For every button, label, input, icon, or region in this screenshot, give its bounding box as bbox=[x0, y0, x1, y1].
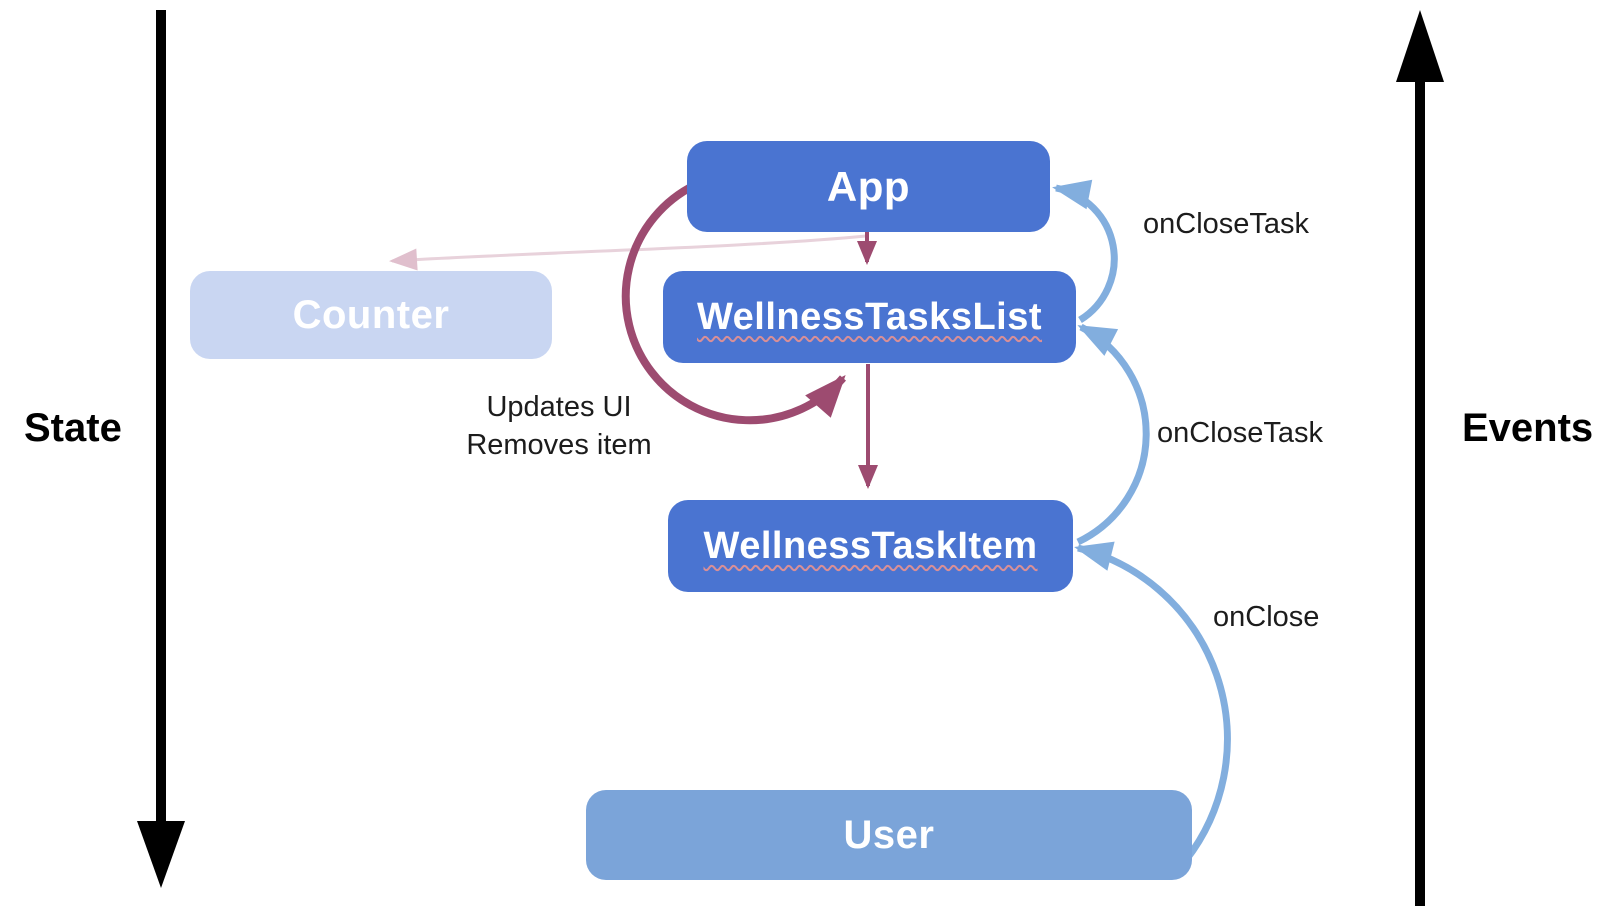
edge-state-loop bbox=[621, 181, 847, 425]
edge-label-loop-annotation: Updates UI Removes item bbox=[433, 388, 685, 464]
node-user: User bbox=[586, 790, 1192, 880]
node-wellnesstaskslist: WellnessTasksList bbox=[663, 271, 1076, 363]
edge-label-onclosetask-mid: onCloseTask bbox=[1157, 417, 1324, 449]
edge-list-to-app-event bbox=[1052, 179, 1118, 323]
node-counter: Counter bbox=[190, 271, 552, 359]
state-axis-label: State bbox=[24, 406, 122, 450]
edge-user-to-item-event bbox=[1074, 541, 1231, 863]
loop-annotation-line2: Removes item bbox=[466, 429, 652, 461]
node-app-label: App bbox=[826, 162, 911, 210]
edge-item-to-list-event bbox=[1076, 323, 1150, 546]
node-wellnesstaskitem: WellnessTaskItem bbox=[668, 500, 1073, 592]
events-axis-label: Events bbox=[1462, 406, 1594, 450]
node-wellnesstaskslist-label: WellnessTasksList bbox=[696, 295, 1043, 338]
edge-label-onclose: onClose bbox=[1213, 601, 1320, 633]
node-counter-label: Counter bbox=[292, 292, 450, 337]
state-axis-arrow bbox=[137, 10, 185, 888]
loop-annotation-line1: Updates UI bbox=[486, 391, 632, 423]
node-wellnesstaskitem-label: WellnessTaskItem bbox=[703, 524, 1038, 567]
events-axis-arrow bbox=[1396, 10, 1444, 906]
node-user-label: User bbox=[843, 812, 935, 857]
edge-label-onclosetask-top: onCloseTask bbox=[1143, 208, 1310, 240]
node-app: App bbox=[687, 141, 1050, 232]
